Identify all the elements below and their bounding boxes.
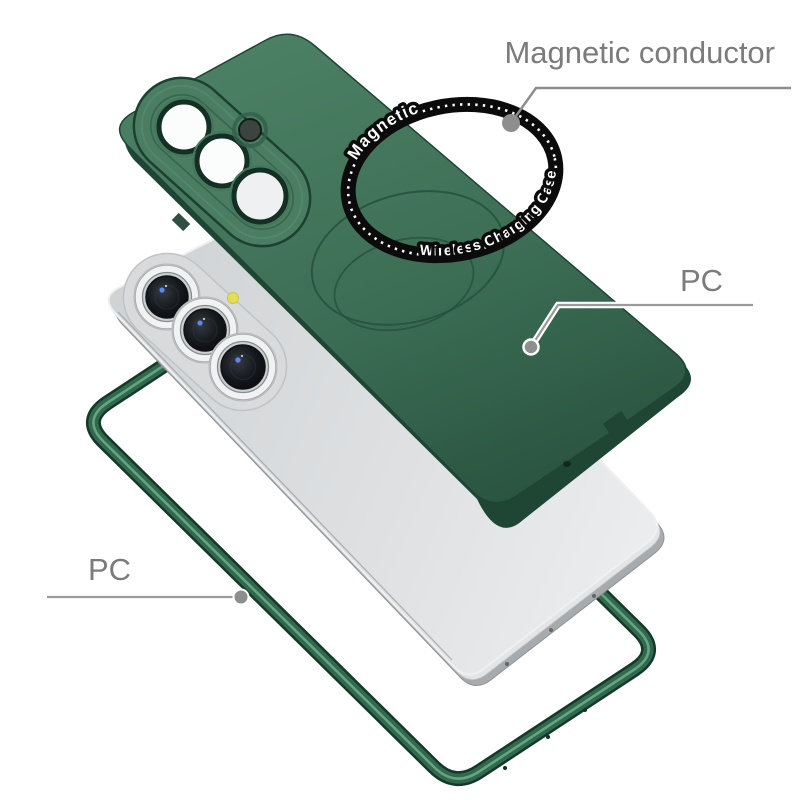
phone-hinge-line — [117, 311, 453, 661]
flash-led — [227, 292, 239, 304]
frame-port-hole — [503, 766, 507, 770]
pc-frame-leader-dot — [232, 588, 250, 606]
phone-port-dot — [592, 594, 596, 598]
ring-dotted-line — [346, 103, 558, 257]
camera-hole-3 — [229, 165, 291, 227]
magnetic-conductor-leader-dot — [502, 114, 520, 132]
phone-port-dot — [549, 628, 553, 632]
callout-magnetic-conductor: Magnetic conductor — [502, 35, 791, 132]
case-hinge-notch — [171, 212, 191, 232]
phone — [107, 185, 665, 686]
magnetic-conductor-leader-line — [509, 86, 791, 124]
frame-port-hole — [546, 735, 550, 739]
camera-lens-3 — [208, 332, 278, 402]
flash-hole — [232, 112, 268, 148]
callout-pc-frame: PC — [47, 552, 250, 606]
lens-glint — [235, 357, 241, 363]
case-edge-hole — [563, 461, 571, 467]
phone-port-dot — [505, 662, 509, 666]
camera-lens-2 — [171, 296, 239, 364]
callout-pc-case: PC — [522, 263, 753, 356]
lens-glint — [197, 320, 203, 326]
pc-case-leader-dot — [522, 338, 540, 356]
camera-hole-2 — [192, 131, 252, 191]
lens-glint — [159, 287, 165, 293]
frame-port-hole — [583, 708, 587, 712]
magnetic-conductor-label: Magnetic conductor — [504, 35, 775, 70]
pc-case-leader-line — [530, 303, 753, 348]
camera-hole-1 — [154, 97, 214, 157]
pc-case-label: PC — [680, 263, 723, 298]
pc-case — [119, 33, 692, 528]
pc-frame-label: PC — [88, 552, 131, 587]
